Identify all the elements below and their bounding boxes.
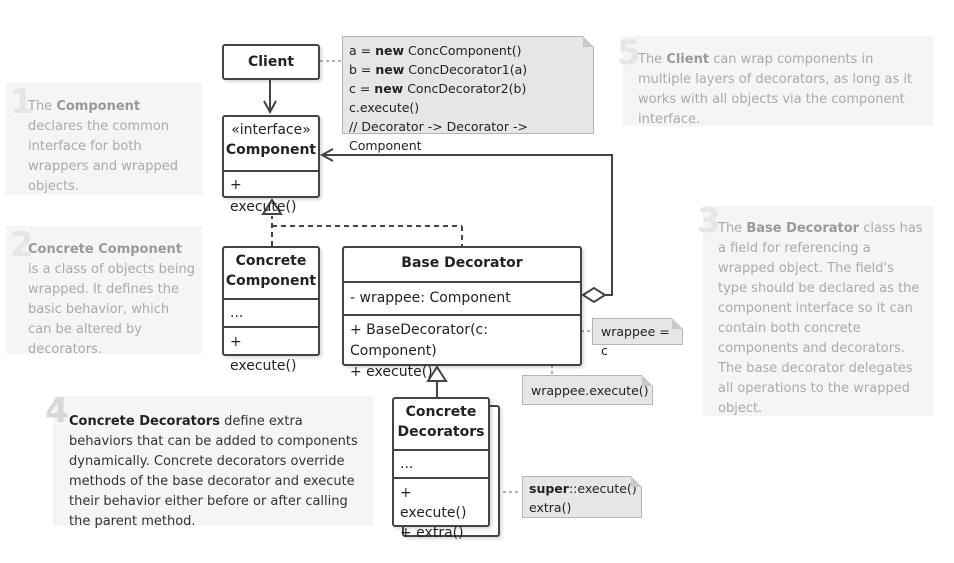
component-name: Component xyxy=(225,142,317,158)
component-interface[interactable]: «interface» Component + execute() xyxy=(222,115,320,215)
concrete-component-class[interactable]: Concrete Component ... + execute() xyxy=(222,246,320,374)
realization-triangle xyxy=(261,198,283,215)
base-decorator-constructor: + BaseDecorator(c: Component) xyxy=(350,322,488,359)
note-4: 4 Concrete Decorators define extra behav… xyxy=(45,394,373,529)
concrete-decorators-fields: ... xyxy=(394,449,488,477)
client-code-execute: c.execute() xyxy=(349,100,420,115)
note-2-number: 2 xyxy=(10,225,34,265)
note-5-number: 5 xyxy=(617,33,641,73)
note-3: 3 The Base Decorator class has a field f… xyxy=(697,204,933,416)
note-1-number: 1 xyxy=(10,82,34,122)
aggregation-diamond xyxy=(581,286,607,304)
component-stereotype: «interface» xyxy=(231,122,311,138)
concrete-decorators-name-1: Concrete xyxy=(405,404,477,420)
base-decorator-name: Base Decorator xyxy=(401,255,523,271)
note-2-term: Concrete Component xyxy=(28,242,183,257)
base-decorator-execute: + execute() xyxy=(350,364,433,380)
client-label: Client xyxy=(247,54,295,70)
concrete-component-method: + execute() xyxy=(224,326,318,374)
client-code-note: a = new ConcComponent() b = new ConcDeco… xyxy=(342,36,594,153)
note-fold-icon xyxy=(583,36,594,47)
component-method: + execute() xyxy=(224,170,318,215)
inheritance-triangle xyxy=(426,365,448,382)
wrappee-assign-note: wrappee = c xyxy=(592,318,683,358)
concrete-decorators-name-2: Decorators xyxy=(397,424,485,440)
note-4-term: Concrete Decorators xyxy=(69,414,220,429)
note-3-number: 3 xyxy=(697,201,721,241)
aggregation-link xyxy=(322,155,613,296)
concrete-decorators-class[interactable]: Concrete Decorators ... + execute() + ex… xyxy=(392,397,490,541)
note-1: 1 The Component declares the common inte… xyxy=(6,83,202,195)
wrappee-execute-note: wrappee.execute() xyxy=(522,375,653,405)
base-decorator-class[interactable]: Base Decorator - wrappee: Component + Ba… xyxy=(342,246,582,380)
concrete-decorators-extra: + extra() xyxy=(400,525,464,541)
client-code-comment: // Decorator -> Decorator -> Component xyxy=(349,119,528,153)
note-4-number: 4 xyxy=(45,391,69,431)
concrete-component-name-2: Component xyxy=(225,273,317,289)
note-5: 5 The Client can wrap components in mult… xyxy=(617,36,933,127)
concrete-component-fields: ... xyxy=(224,298,318,326)
super-execute-note: super::execute() extra() xyxy=(522,476,642,518)
concrete-component-name-1: Concrete xyxy=(235,253,307,269)
note-1-term: Component xyxy=(56,99,141,114)
client-class[interactable]: Client xyxy=(222,44,320,80)
concrete-decorators-execute: + execute() xyxy=(400,485,467,521)
base-decorator-field: - wrappee: Component xyxy=(344,281,580,313)
note-5-term: Client xyxy=(666,52,710,67)
note-3-term: Base Decorator xyxy=(746,221,860,236)
note-2: 2 Concrete Component is a class of objec… xyxy=(6,225,202,357)
